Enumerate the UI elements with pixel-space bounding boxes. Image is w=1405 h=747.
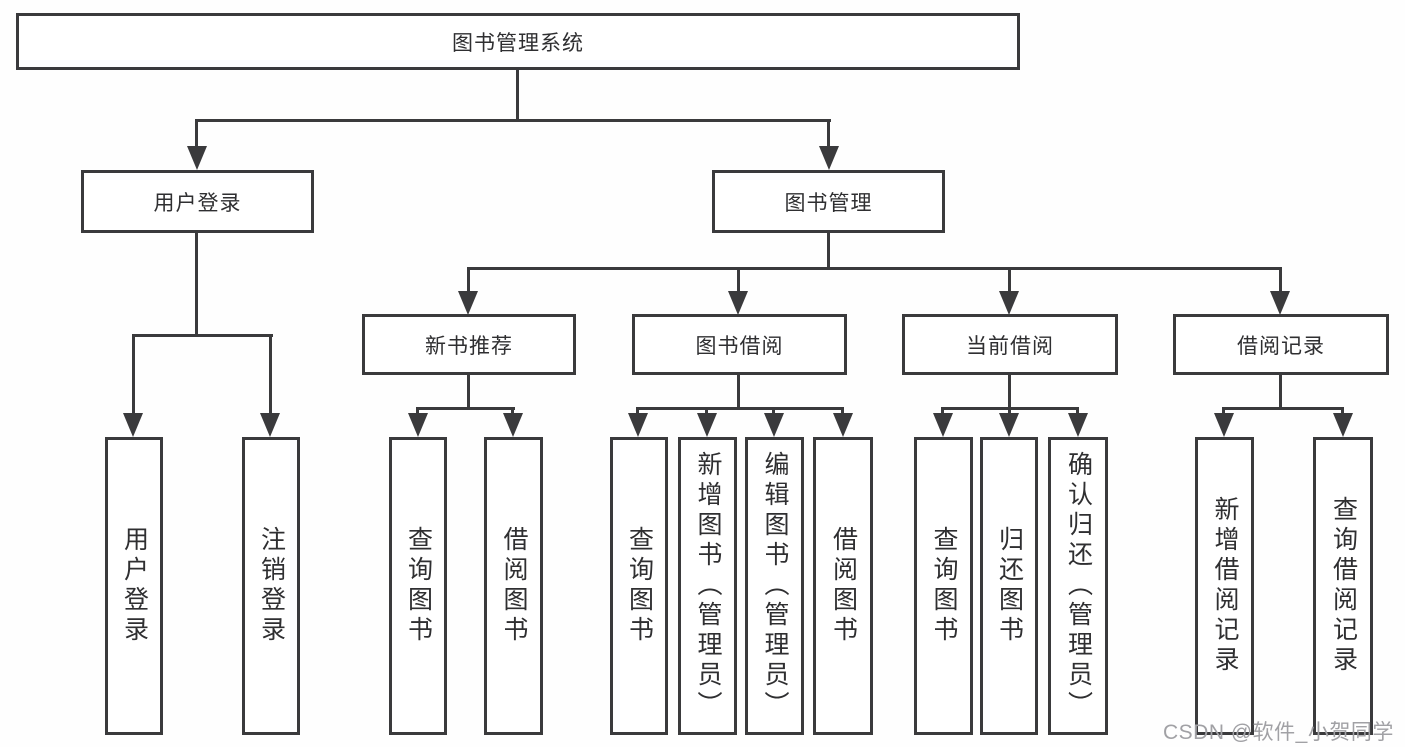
node-borrow-records: 借阅记录 <box>1173 314 1389 375</box>
node-user-login: 用户登录 <box>81 170 314 233</box>
leaf-borrow-borrow: 借阅图书 <box>813 437 873 735</box>
connector-l3-drop <box>1008 267 1011 293</box>
connector-leaf-drop <box>772 407 775 416</box>
node-user-login-label: 用户登录 <box>153 191 242 215</box>
leaf-borrow-add: 新增图书（管理员） <box>678 437 737 735</box>
leaf-newbooks-query: 查询图书 <box>389 437 447 735</box>
arrow-down-icon <box>999 413 1019 437</box>
arrow-down-icon <box>458 291 478 315</box>
connector-bookborrow-branch <box>636 407 844 410</box>
arrow-down-icon <box>503 413 523 437</box>
leaf-records-query: 查询借阅记录 <box>1313 437 1373 735</box>
connector-bookmgmt-branch <box>467 267 1282 270</box>
leaf-user-login-label: 用户登录 <box>120 526 149 646</box>
arrow-down-icon <box>833 413 853 437</box>
node-book-borrow: 图书借阅 <box>632 314 847 375</box>
connector-bookmgmt-stem <box>827 231 830 270</box>
leaf-records-add: 新增借阅记录 <box>1195 437 1254 735</box>
connector-leaf-drop <box>1008 407 1011 416</box>
arrow-down-icon <box>187 146 207 170</box>
arrow-down-icon <box>1270 291 1290 315</box>
node-root-label: 图书管理系统 <box>452 31 584 55</box>
connector-leaf-drop <box>416 407 419 416</box>
leaf-borrow-query-label: 查询图书 <box>625 526 654 646</box>
leaf-newbooks-borrow: 借阅图书 <box>484 437 543 735</box>
leaf-current-confirm: 确认归还（管理员） <box>1048 437 1108 735</box>
arrow-down-icon <box>1068 413 1088 437</box>
node-borrow-records-label: 借阅记录 <box>1237 334 1325 358</box>
connector-l3-drop <box>1279 267 1282 293</box>
connector-leaf-drop <box>1341 407 1344 416</box>
connector-bookborrow-stem <box>737 372 740 410</box>
connector-userlogin-branch <box>132 334 273 337</box>
arrow-down-icon <box>260 413 280 437</box>
node-book-borrow-label: 图书借阅 <box>695 334 784 358</box>
leaf-records-query-label: 查询借阅记录 <box>1329 496 1358 676</box>
leaf-borrow-borrow-label: 借阅图书 <box>829 526 858 646</box>
connector-leaf-drop <box>705 407 708 416</box>
arrow-down-icon <box>999 291 1019 315</box>
connector-root-branch <box>195 119 831 122</box>
leaf-logout-label: 注销登录 <box>257 526 286 646</box>
csdn-watermark: CSDN @软件_小贺同学 <box>1163 721 1394 744</box>
node-root: 图书管理系统 <box>16 13 1020 70</box>
arrow-down-icon <box>728 291 748 315</box>
arrow-down-icon <box>628 413 648 437</box>
leaf-newbooks-query-label: 查询图书 <box>404 526 433 646</box>
connector-leaf-drop <box>1076 407 1079 416</box>
leaf-records-add-label: 新增借阅记录 <box>1211 496 1239 676</box>
connector-newbooks-stem <box>467 372 470 410</box>
leaf-current-return-label: 归还图书 <box>995 526 1024 646</box>
leaf-user-login: 用户登录 <box>105 437 163 735</box>
connector-borrowrecords-stem <box>1279 372 1282 410</box>
node-new-books: 新书推荐 <box>362 314 576 375</box>
arrow-down-icon <box>408 413 428 437</box>
connector-root-stem <box>516 68 519 122</box>
connector-leaf-drop <box>841 407 844 416</box>
connector-newbooks-branch <box>416 407 515 410</box>
connector-userlogin-drop <box>195 119 198 149</box>
connector-l3-drop <box>467 267 470 293</box>
arrow-down-icon <box>697 413 717 437</box>
connector-leaf-drop <box>269 334 272 413</box>
arrow-down-icon <box>1214 413 1234 437</box>
leaf-borrow-add-label: 新增图书（管理员） <box>694 451 722 721</box>
leaf-borrow-query: 查询图书 <box>610 437 668 735</box>
leaf-logout: 注销登录 <box>242 437 300 735</box>
node-book-mgmt-label: 图书管理 <box>784 191 873 215</box>
connector-borrowrecords-branch <box>1222 407 1344 410</box>
node-book-mgmt: 图书管理 <box>712 170 945 233</box>
connector-bookmgmt-drop <box>827 119 830 149</box>
node-current-borrow: 当前借阅 <box>902 314 1118 375</box>
leaf-borrow-edit: 编辑图书（管理员） <box>745 437 804 735</box>
connector-currentborrow-stem <box>1008 372 1011 410</box>
arrow-down-icon <box>123 413 143 437</box>
arrow-down-icon <box>933 413 953 437</box>
leaf-current-confirm-label: 确认归还（管理员） <box>1064 451 1093 721</box>
leaf-borrow-edit-label: 编辑图书（管理员） <box>761 451 789 721</box>
connector-leaf-drop <box>636 407 639 416</box>
leaf-current-return: 归还图书 <box>980 437 1038 735</box>
arrow-down-icon <box>1333 413 1353 437</box>
arrow-down-icon <box>819 146 839 170</box>
node-current-borrow-label: 当前借阅 <box>966 334 1054 358</box>
connector-userlogin-stem <box>195 231 198 336</box>
connector-leaf-drop <box>511 407 514 416</box>
connector-leaf-drop <box>132 334 135 413</box>
connector-leaf-drop <box>1222 407 1225 416</box>
connector-leaf-drop <box>941 407 944 416</box>
node-new-books-label: 新书推荐 <box>425 334 513 358</box>
leaf-current-query-label: 查询图书 <box>930 526 958 646</box>
arrow-down-icon <box>764 413 784 437</box>
leaf-current-query: 查询图书 <box>914 437 973 735</box>
connector-l3-drop <box>737 267 740 293</box>
leaf-newbooks-borrow-label: 借阅图书 <box>500 526 528 646</box>
